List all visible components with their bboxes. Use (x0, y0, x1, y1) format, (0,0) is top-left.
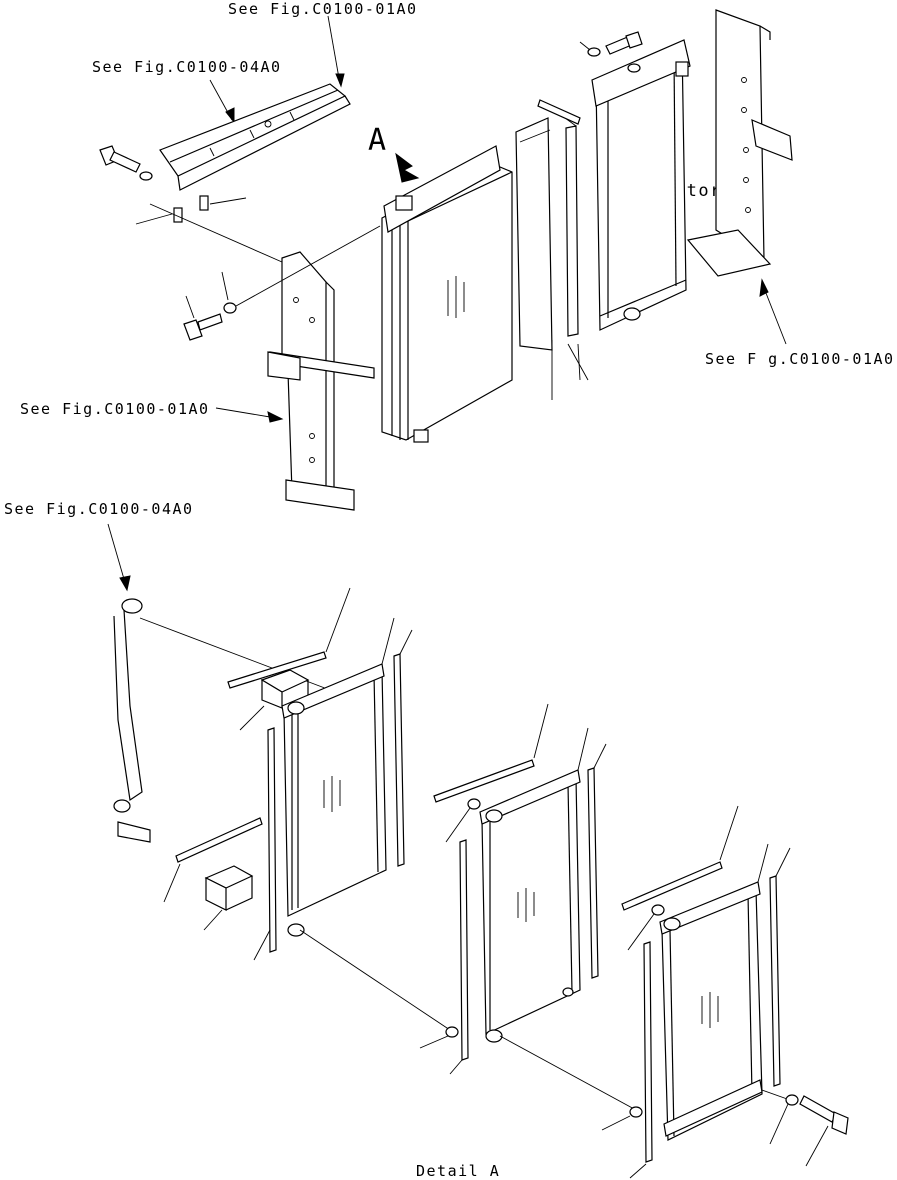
seal-strips-core-1 (253, 629, 451, 1031)
side-plate (515, 117, 553, 400)
seal-strips-core-2 (419, 743, 637, 1111)
hex-bolt-detail-a (769, 1094, 849, 1167)
detail-a-label: Detail A (416, 1162, 500, 1180)
support-rods (163, 587, 739, 911)
see-fig-right-label: See F g.C0100-01A0 (705, 350, 895, 368)
connecting-pipe (113, 598, 331, 843)
small-blocks-top-left (135, 195, 247, 225)
upper-bracket-assembly (159, 83, 351, 191)
seal-strips-core-3 (601, 847, 791, 1179)
hex-bolt-left-stand (183, 225, 381, 341)
cooler-core-1 (281, 617, 395, 937)
cooler-core-3 (627, 843, 769, 1141)
see-fig-left-mid-label: See Fig.C0100-01A0 (20, 400, 210, 418)
radiator-core (591, 39, 691, 331)
left-support-stand (149, 203, 375, 511)
right-support-stand (686, 9, 793, 277)
see-fig-top-label: See Fig.C0100-01A0 (228, 0, 418, 18)
cooler-core-2 (445, 727, 589, 1043)
see-fig-second-label: See Fig.C0100-04A0 (92, 58, 282, 76)
clamp-block-lower (203, 865, 254, 931)
view-a-label: A (368, 123, 388, 158)
see-fig-bottom-left-label: See Fig.C0100-04A0 (4, 500, 194, 518)
hex-bolt-radiator-top (579, 31, 643, 57)
view-arrow-icon (395, 152, 420, 183)
seal-strips (537, 99, 589, 381)
hex-bolt-top-left (99, 145, 153, 181)
label-leaders (107, 15, 787, 592)
cooler-core-stack (381, 145, 513, 443)
sight-glass-icon (447, 276, 465, 318)
